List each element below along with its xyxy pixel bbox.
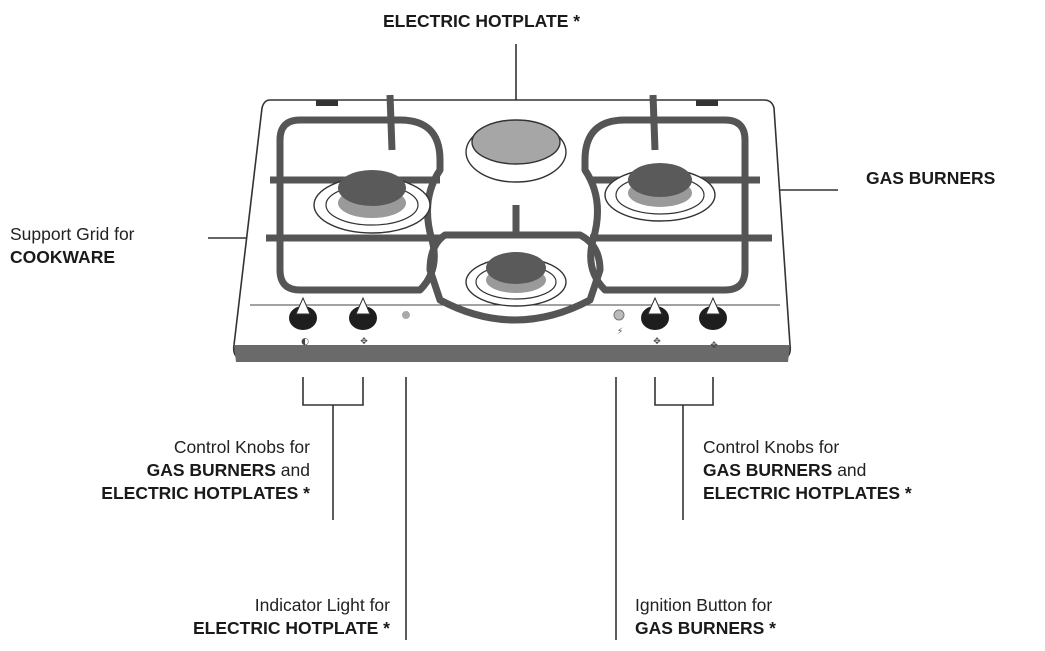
gas-burner-right xyxy=(604,163,716,222)
label-support-grid: Support Grid for COOKWARE xyxy=(10,224,135,267)
indicator-light xyxy=(402,311,410,319)
label-gas-burners: GAS BURNERS xyxy=(866,168,996,188)
label-ignition-button: Ignition Button for GAS BURNERS * xyxy=(635,595,776,638)
svg-text:⚡: ⚡ xyxy=(617,327,623,337)
label-electric-hotplate-top: ELECTRIC HOTPLATE * xyxy=(383,11,581,31)
ignition-button xyxy=(613,309,625,321)
electric-hotplate xyxy=(465,119,567,183)
gas-burner-center xyxy=(465,252,567,307)
label-control-knobs-left: Control Knobs for GAS BURNERS and ELECTR… xyxy=(101,437,310,503)
svg-text:◐: ◐ xyxy=(301,337,309,347)
label-control-knobs-right: Control Knobs for GAS BURNERS and ELECTR… xyxy=(703,437,912,503)
control-knobs xyxy=(289,296,727,330)
svg-text:✥: ✥ xyxy=(653,337,661,347)
support-grid xyxy=(266,94,772,324)
label-indicator-light: Indicator Light for ELECTRIC HOTPLATE * xyxy=(192,595,390,638)
svg-text:✥: ✥ xyxy=(360,337,368,347)
svg-text:✥: ✥ xyxy=(710,341,718,351)
knob-symbols: ◐ ✥ ⚡ ✥ ✥ xyxy=(301,327,718,351)
gas-burner-left xyxy=(313,170,431,234)
